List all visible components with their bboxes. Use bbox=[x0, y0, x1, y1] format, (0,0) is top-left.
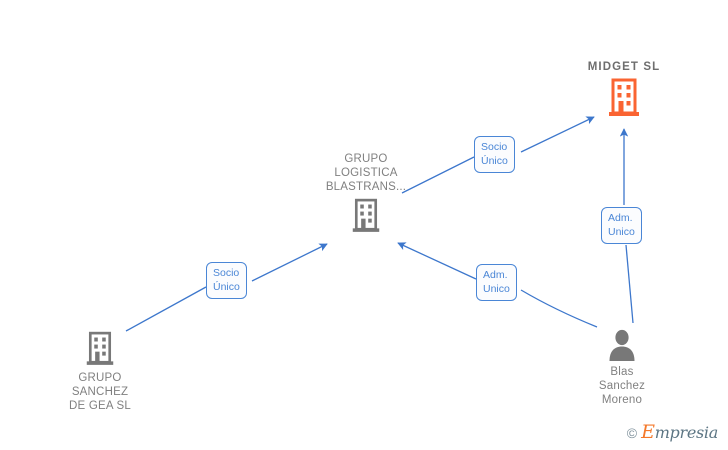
node-grupo-logistica-blastrans[interactable]: GRUPO LOGISTICA BLASTRANS... bbox=[291, 152, 441, 234]
empresia-watermark: © Empresia bbox=[626, 423, 719, 442]
person-icon bbox=[607, 329, 637, 361]
edge-label-socio-unico-logistica-midget[interactable]: Socio Único bbox=[474, 136, 515, 173]
empresia-logo-initial: E bbox=[641, 421, 655, 443]
building-icon bbox=[607, 78, 641, 118]
building-icon bbox=[85, 331, 115, 367]
node-grupo-sanchez-de-gea[interactable]: GRUPO SANCHEZ DE GEA SL bbox=[25, 331, 175, 413]
edge-label-adm-unico-blas-logistica[interactable]: Adm. Unico bbox=[476, 264, 517, 301]
edge-logistica-to-midget[interactable] bbox=[401, 116, 595, 194]
node-label-grupo-logistica-blastrans: GRUPO LOGISTICA BLASTRANS... bbox=[325, 153, 407, 193]
edge-label-socio-unico-sanchez-logistica[interactable]: Socio Único bbox=[206, 262, 247, 299]
copyright-icon: © bbox=[626, 424, 638, 441]
empresia-logo: Empresia bbox=[641, 423, 718, 442]
empresia-logo-rest: mpresia bbox=[654, 423, 719, 442]
edge-blas-to-logistica[interactable] bbox=[397, 242, 598, 328]
node-label-midget-sl: MIDGET SL bbox=[587, 61, 661, 73]
node-midget-sl[interactable]: MIDGET SL bbox=[549, 60, 699, 118]
node-blas-sanchez-moreno[interactable]: Blas Sanchez Moreno bbox=[547, 329, 697, 407]
node-label-blas-sanchez-moreno: Blas Sanchez Moreno bbox=[598, 366, 646, 406]
node-label-grupo-sanchez-de-gea: GRUPO SANCHEZ DE GEA SL bbox=[69, 372, 131, 412]
building-icon bbox=[351, 198, 381, 234]
edge-sanchez-to-logistica[interactable] bbox=[125, 243, 328, 332]
edge-blas-to-midget[interactable] bbox=[619, 128, 634, 324]
edge-label-adm-unico-blas-midget[interactable]: Adm. Unico bbox=[601, 207, 642, 244]
